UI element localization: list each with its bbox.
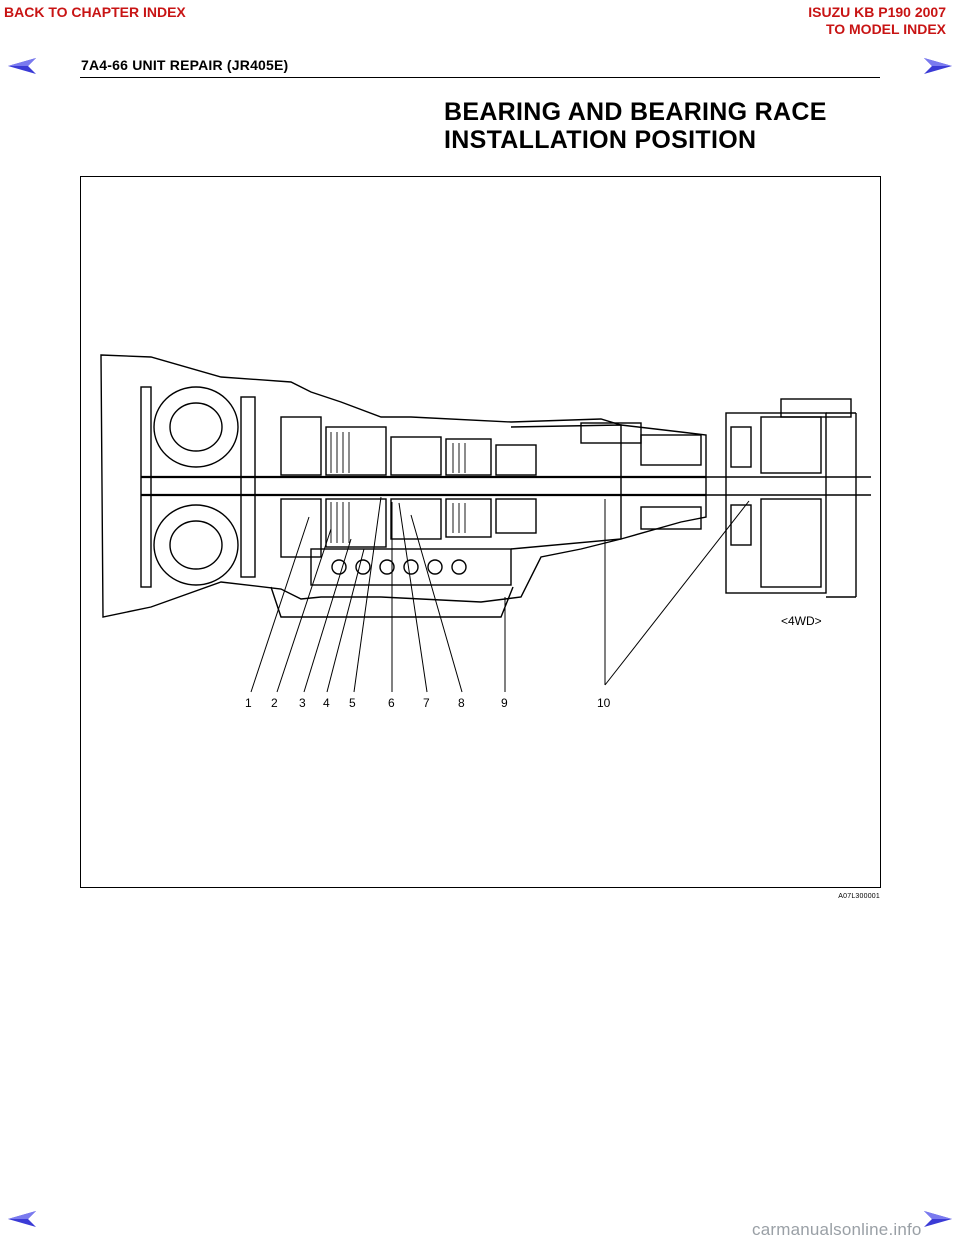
section-heading-line1: BEARING AND BEARING RACE (444, 98, 827, 126)
callout-9: 9 (501, 696, 508, 710)
header-divider (80, 77, 880, 78)
transmission-cross-section-icon: 1 2 3 4 5 6 7 8 9 10 <4WD> (100, 354, 871, 710)
prev-page-arrow-bottom-icon[interactable] (6, 1209, 38, 1229)
page-header-title: 7A4-66 UNIT REPAIR (JR405E) (81, 57, 289, 73)
callout-6: 6 (388, 696, 395, 710)
prev-page-arrow-icon[interactable] (6, 56, 38, 76)
back-to-chapter-index-link[interactable]: BACK TO CHAPTER INDEX (4, 4, 186, 20)
callout-1: 1 (245, 696, 252, 710)
callout-4: 4 (323, 696, 330, 710)
section-heading: BEARING AND BEARING RACE INSTALLATION PO… (444, 98, 827, 154)
callout-2: 2 (271, 696, 278, 710)
figure-frame (80, 176, 881, 888)
section-heading-line2: INSTALLATION POSITION (444, 126, 757, 154)
callout-8: 8 (458, 696, 465, 710)
figure-code: A07L300001 (838, 893, 880, 900)
callout-5: 5 (349, 696, 356, 710)
callout-10: 10 (597, 696, 611, 710)
next-page-arrow-bottom-icon[interactable] (922, 1209, 954, 1229)
model-title-link[interactable]: ISUZU KB P190 2007 (808, 4, 946, 20)
variant-label-4wd: <4WD> (781, 614, 822, 628)
callout-7: 7 (423, 696, 430, 710)
callout-3: 3 (299, 696, 306, 710)
next-page-arrow-icon[interactable] (922, 56, 954, 76)
to-model-index-link[interactable]: TO MODEL INDEX (825, 21, 946, 37)
site-watermark: carmanualsonline.info (752, 1220, 922, 1239)
